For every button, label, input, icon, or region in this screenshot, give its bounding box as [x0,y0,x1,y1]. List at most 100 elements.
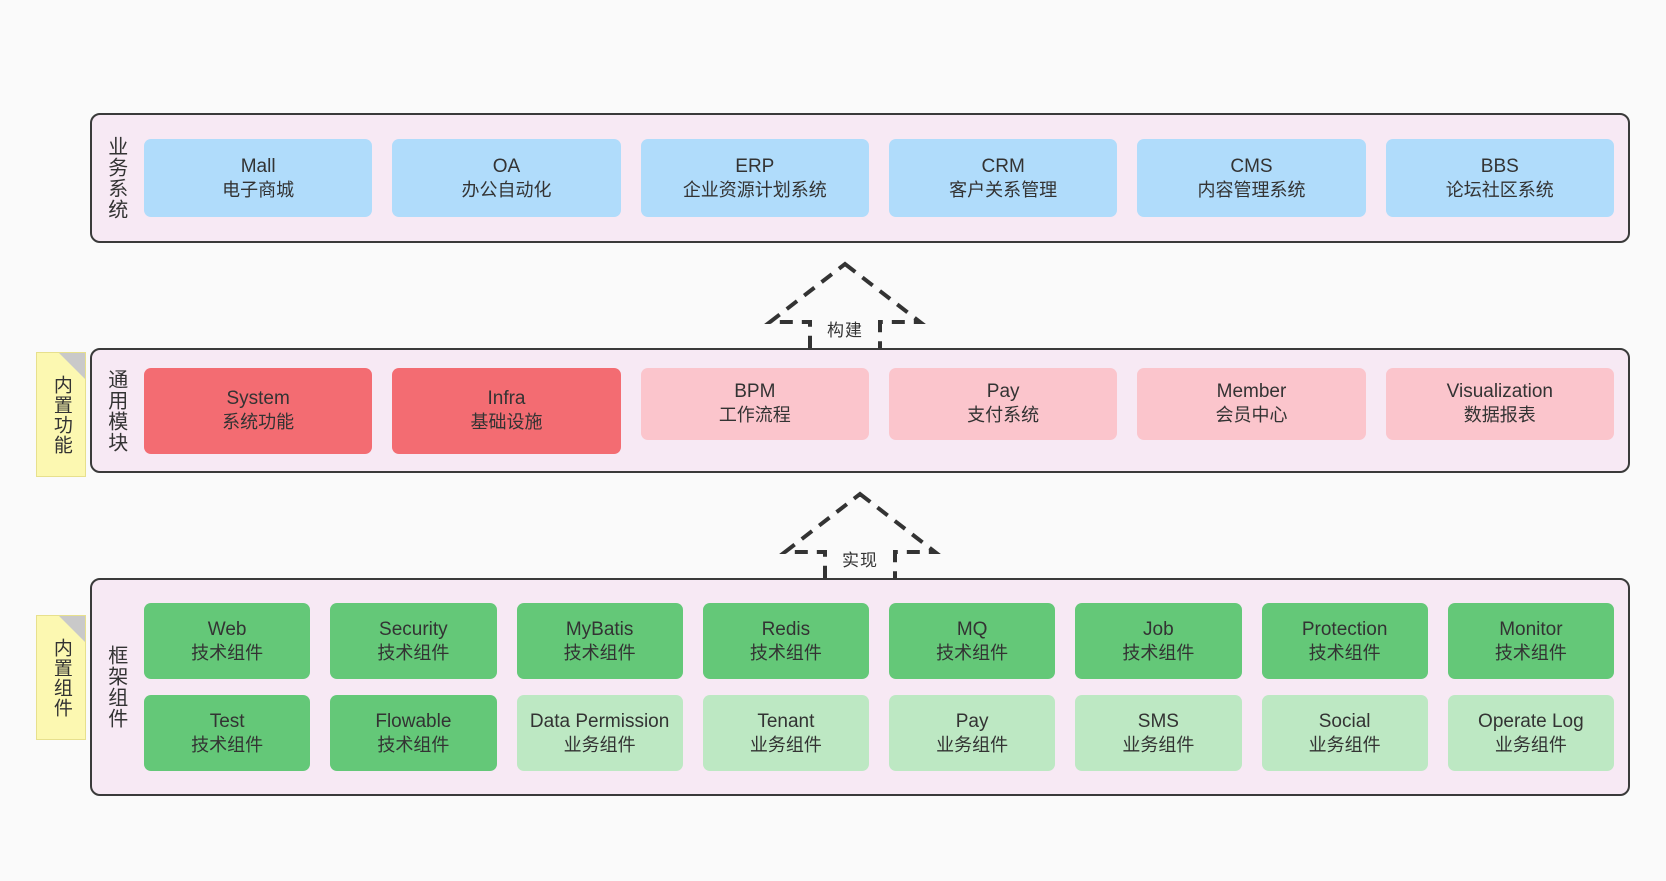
card-pay-component[interactable]: Pay 业务组件 [889,695,1056,771]
card-title: Flowable [375,710,452,732]
layer-body-framework-component: Web 技术组件 Security 技术组件 MyBatis 技术组件 Redi… [138,580,1628,794]
card-title: Monitor [1499,618,1563,640]
card-protection[interactable]: Protection 技术组件 [1261,603,1428,679]
card-subtitle: 技术组件 [1122,642,1195,663]
card-subtitle: 技术组件 [1494,642,1567,663]
layer-common-module: 通用模块 System 系统功能 Infra 基础设施 BPM 工作流程 Pay… [90,348,1630,473]
card-data-permission[interactable]: Data Permission 业务组件 [516,695,683,771]
card-subtitle: 工作流程 [718,405,791,426]
card-subtitle: 数据报表 [1463,405,1536,426]
card-test[interactable]: Test 技术组件 [144,695,311,771]
card-subtitle: 技术组件 [749,642,822,663]
card-subtitle: 业务组件 [936,734,1009,755]
card-pay[interactable]: Pay 支付系统 [888,367,1118,440]
card-flowable[interactable]: Flowable 技术组件 [330,695,497,771]
card-title: Member [1216,381,1287,403]
card-subtitle: 内容管理系统 [1197,179,1306,200]
card-subtitle: 基础设施 [470,412,543,433]
layer-title-common-module: 通用模块 [104,368,127,453]
card-title: Infra [487,388,526,410]
card-title: System [226,388,290,410]
card-title: Pay [955,710,989,732]
card-redis[interactable]: Redis 技术组件 [702,603,869,679]
card-subtitle: 业务组件 [1122,734,1195,755]
arrow-build-label: 构建 [827,321,863,340]
card-title: Visualization [1446,381,1553,403]
card-oa[interactable]: OA 办公自动化 [392,139,621,217]
layer-title-business-system: 业务系统 [104,136,127,220]
card-job[interactable]: Job 技术组件 [1075,603,1242,679]
card-subtitle: 技术组件 [1308,642,1381,663]
layer-body-business-system: Mall 电子商城 OA 办公自动化 ERP 企业资源计划系统 CRM 客户关系… [138,115,1628,241]
sticky-note-builtin-components: 内置组件 [36,615,86,740]
card-mall[interactable]: Mall 电子商城 [144,139,373,217]
card-social[interactable]: Social 业务组件 [1261,695,1428,771]
card-title: MyBatis [565,618,634,640]
card-title: Protection [1301,618,1388,640]
arrow-implement: 实现 [775,488,945,588]
card-title: Tenant [757,710,815,732]
card-title: Web [207,618,247,640]
layer-title-framework-component: 框架组件 [104,645,127,729]
sticky-note-builtin-features: 内置功能 [36,352,86,477]
card-subtitle: 企业资源计划系统 [682,179,827,200]
card-title: Operate Log [1478,710,1584,732]
card-title: Data Permission [529,710,670,732]
sticky-note-label: 内置功能 [50,374,72,455]
card-infra[interactable]: Infra 基础设施 [392,367,621,454]
card-web[interactable]: Web 技术组件 [144,603,311,679]
card-bbs[interactable]: BBS 论坛社区系统 [1385,139,1614,217]
card-row: Web 技术组件 Security 技术组件 MyBatis 技术组件 Redi… [144,603,1614,679]
card-subtitle: 技术组件 [191,734,264,755]
card-subtitle: 会员中心 [1215,405,1288,426]
card-title: Mall [240,155,276,177]
layer-business-system: 业务系统 Mall 电子商城 OA 办公自动化 ERP 企业资源计划系统 CRM… [90,113,1630,243]
card-subtitle: 系统功能 [222,412,295,433]
card-subtitle: 业务组件 [563,734,636,755]
card-subtitle: 技术组件 [936,642,1009,663]
card-title: Social [1318,710,1371,732]
card-system[interactable]: System 系统功能 [144,367,373,454]
layer-framework-component: 框架组件 Web 技术组件 Security 技术组件 MyBatis 技术组件… [90,578,1630,796]
card-member[interactable]: Member 会员中心 [1137,367,1366,440]
card-subtitle: 业务组件 [1308,734,1381,755]
card-security[interactable]: Security 技术组件 [330,603,497,679]
card-title: BPM [734,381,776,403]
card-title: Redis [761,618,811,640]
card-title: SMS [1137,710,1179,732]
card-title: Pay [986,381,1020,403]
card-subtitle: 办公自动化 [461,179,552,200]
card-bpm[interactable]: BPM 工作流程 [640,367,869,440]
card-row: Test 技术组件 Flowable 技术组件 Data Permission … [144,695,1614,771]
arrow-build: 构建 [760,258,930,358]
card-subtitle: 技术组件 [191,642,264,663]
card-subtitle: 论坛社区系统 [1445,179,1554,200]
card-subtitle: 电子商城 [222,179,295,200]
card-row: Mall 电子商城 OA 办公自动化 ERP 企业资源计划系统 CRM 客户关系… [144,139,1614,217]
card-tenant[interactable]: Tenant 业务组件 [702,695,869,771]
card-sms[interactable]: SMS 业务组件 [1075,695,1242,771]
card-subtitle: 客户关系管理 [949,179,1058,200]
card-subtitle: 技术组件 [377,642,450,663]
card-mybatis[interactable]: MyBatis 技术组件 [516,603,683,679]
note-fold-icon [59,353,85,379]
card-monitor[interactable]: Monitor 技术组件 [1447,603,1614,679]
card-operate-log[interactable]: Operate Log 业务组件 [1447,695,1614,771]
sticky-note-label: 内置组件 [50,637,72,718]
card-cms[interactable]: CMS 内容管理系统 [1137,139,1366,217]
card-row: System 系统功能 Infra 基础设施 BPM 工作流程 Pay 支付系统… [144,367,1614,454]
layer-body-common-module: System 系统功能 Infra 基础设施 BPM 工作流程 Pay 支付系统… [138,350,1628,471]
card-erp[interactable]: ERP 企业资源计划系统 [640,139,869,217]
card-title: CMS [1230,155,1273,177]
card-title: Job [1143,618,1174,640]
card-crm[interactable]: CRM 客户关系管理 [888,139,1118,217]
note-fold-icon [59,616,85,642]
card-title: CRM [981,155,1025,177]
card-title: OA [492,155,521,177]
card-subtitle: 支付系统 [967,405,1040,426]
card-visualization[interactable]: Visualization 数据报表 [1385,367,1614,440]
card-subtitle: 业务组件 [1494,734,1567,755]
card-title: MQ [956,618,988,640]
card-mq[interactable]: MQ 技术组件 [889,603,1056,679]
card-subtitle: 技术组件 [563,642,636,663]
